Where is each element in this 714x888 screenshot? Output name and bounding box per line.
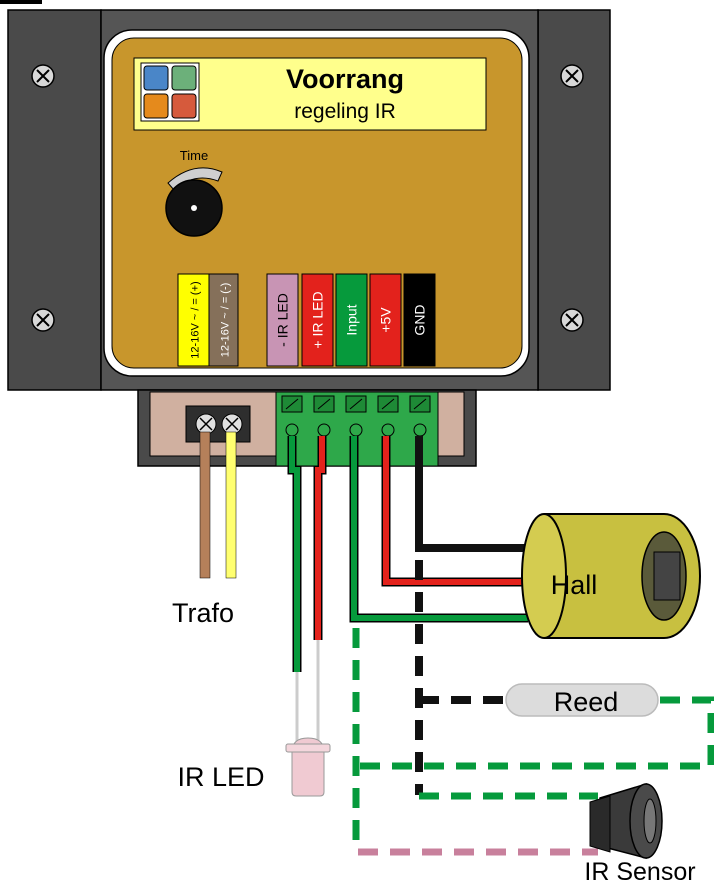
trafo-wire-yellow (225, 431, 237, 579)
connector-screw-icon (413, 423, 427, 437)
ir-led-wire-green (289, 436, 300, 672)
terminal-strip (301, 273, 334, 367)
knob-label: Time (180, 148, 208, 163)
terminal-label: Input (344, 304, 360, 335)
input-wire-green (351, 436, 528, 621)
terminal-strip (403, 273, 436, 367)
module-subtitle: regeling IR (294, 100, 396, 123)
terminal-strip (177, 273, 210, 367)
ir-led-icon (285, 737, 331, 797)
screw-icon (560, 308, 584, 332)
terminal-strip (208, 273, 239, 367)
logo-icon (140, 62, 200, 122)
terminal-strip (266, 273, 299, 367)
terminal-screw-icon (195, 413, 217, 435)
reed-switch-icon (505, 683, 659, 717)
terminal-label: 12-16V ~ / = (-) (220, 283, 232, 358)
screw-icon (31, 64, 55, 88)
trafo-label: Trafo (172, 598, 234, 628)
terminal-label: 12-16V ~ / = (+) (190, 281, 202, 358)
terminal-strip (369, 273, 402, 367)
input-dashed-wire (352, 628, 360, 852)
trafo-wire-brown (199, 431, 211, 579)
reed-label: Reed (554, 687, 619, 717)
corner-mark (0, 0, 42, 4)
gnd-wire-black (415, 436, 528, 552)
reed-wire-green (356, 696, 714, 770)
terminal-strip (335, 273, 368, 367)
screw-icon (560, 64, 584, 88)
connector-screw-icon (349, 423, 363, 437)
module-title: Voorrang (286, 64, 404, 94)
ir-sensor-icon (589, 782, 663, 859)
housing-left-ear (7, 9, 102, 391)
hall-label: Hall (551, 570, 598, 600)
time-knob[interactable] (165, 179, 223, 237)
terminal-labels: 12-16V ~ / = (+) 12-16V ~ / = (-) - IR LED… (177, 273, 436, 367)
connector-screw-icon (381, 423, 395, 437)
5v-wire-red (383, 436, 528, 585)
ir-led-wire-red (315, 436, 325, 640)
terminal-label: +5V (378, 307, 394, 333)
connector-screw-icon (285, 423, 299, 437)
ir-led-label: IR LED (177, 762, 264, 792)
hall-sensor-icon (521, 513, 701, 639)
connector-screw-icon (317, 423, 331, 437)
terminal-label: + IR LED (310, 291, 326, 348)
terminal-screw-icon (221, 413, 243, 435)
terminal-label: GND (412, 304, 428, 335)
ir-sensor-label: IR Sensor (584, 858, 695, 886)
screw-icon (31, 308, 55, 332)
terminal-label: - IR LED (275, 293, 291, 347)
